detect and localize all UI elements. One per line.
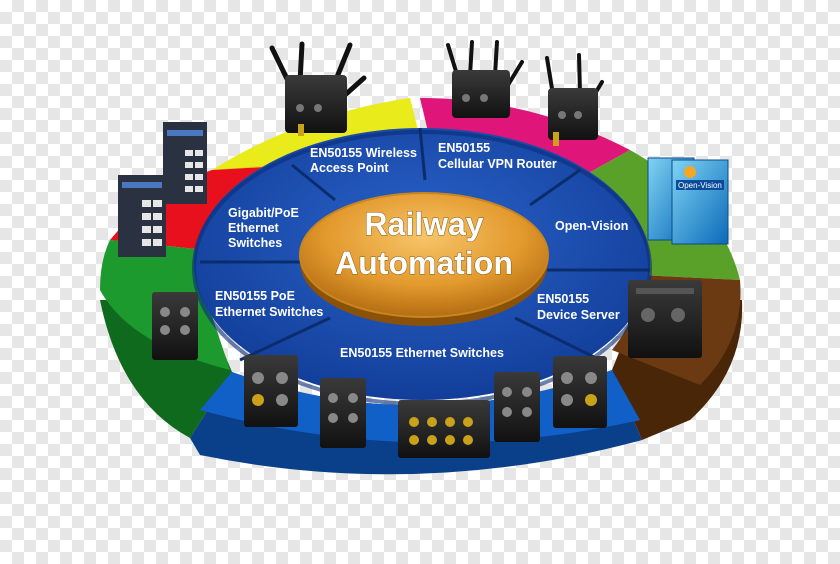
products: Open-Vision [118,40,729,458]
ethernet-switch-device-1 [244,355,298,427]
label-device-server-2: Device Server [537,308,620,322]
center-hub: Railway Automation [299,192,549,326]
label-poe-switches-1: EN50155 PoE [215,289,295,303]
label-gigabit-poe-1: Gigabit/PoE [228,206,299,220]
ethernet-switch-device-3 [398,400,490,458]
gigabit-switch-device-1 [163,122,207,204]
ethernet-switch-device-4 [494,372,540,442]
wireless-ap-device [269,41,367,136]
label-gigabit-poe-2: Ethernet [228,221,280,235]
label-vpn-router-1: EN50155 [438,141,490,155]
center-title-line2: Automation [335,245,513,281]
ethernet-switch-device-2 [320,378,366,448]
ethernet-switch-device-5 [553,356,607,428]
label-gigabit-poe-3: Switches [228,236,282,250]
gigabit-switch-device-2 [118,175,166,257]
open-vision-box-label: Open-Vision [678,181,722,190]
label-ethernet-switches: EN50155 Ethernet Switches [340,346,504,360]
device-server-device [628,280,702,358]
center-title-line1: Railway [364,206,483,242]
open-vision-boxes: Open-Vision [647,157,729,245]
segment-labels: EN50155 Wireless Access Point EN50155 Ce… [215,141,628,360]
segment-wireless-ap-top [212,98,418,170]
inner-ring-dividers [200,127,650,362]
poe-switch-device [152,292,198,360]
label-poe-switches-2: Ethernet Switches [215,305,323,319]
label-vpn-router-2: Cellular VPN Router [438,157,557,171]
label-wireless-ap-2: Access Point [310,161,389,175]
label-wireless-ap-1: EN50155 Wireless [310,146,417,160]
vpn-router-device-1 [446,40,524,118]
label-open-vision: Open-Vision [555,219,628,233]
vpn-router-device-2 [545,53,604,146]
label-device-server-1: EN50155 [537,292,589,306]
